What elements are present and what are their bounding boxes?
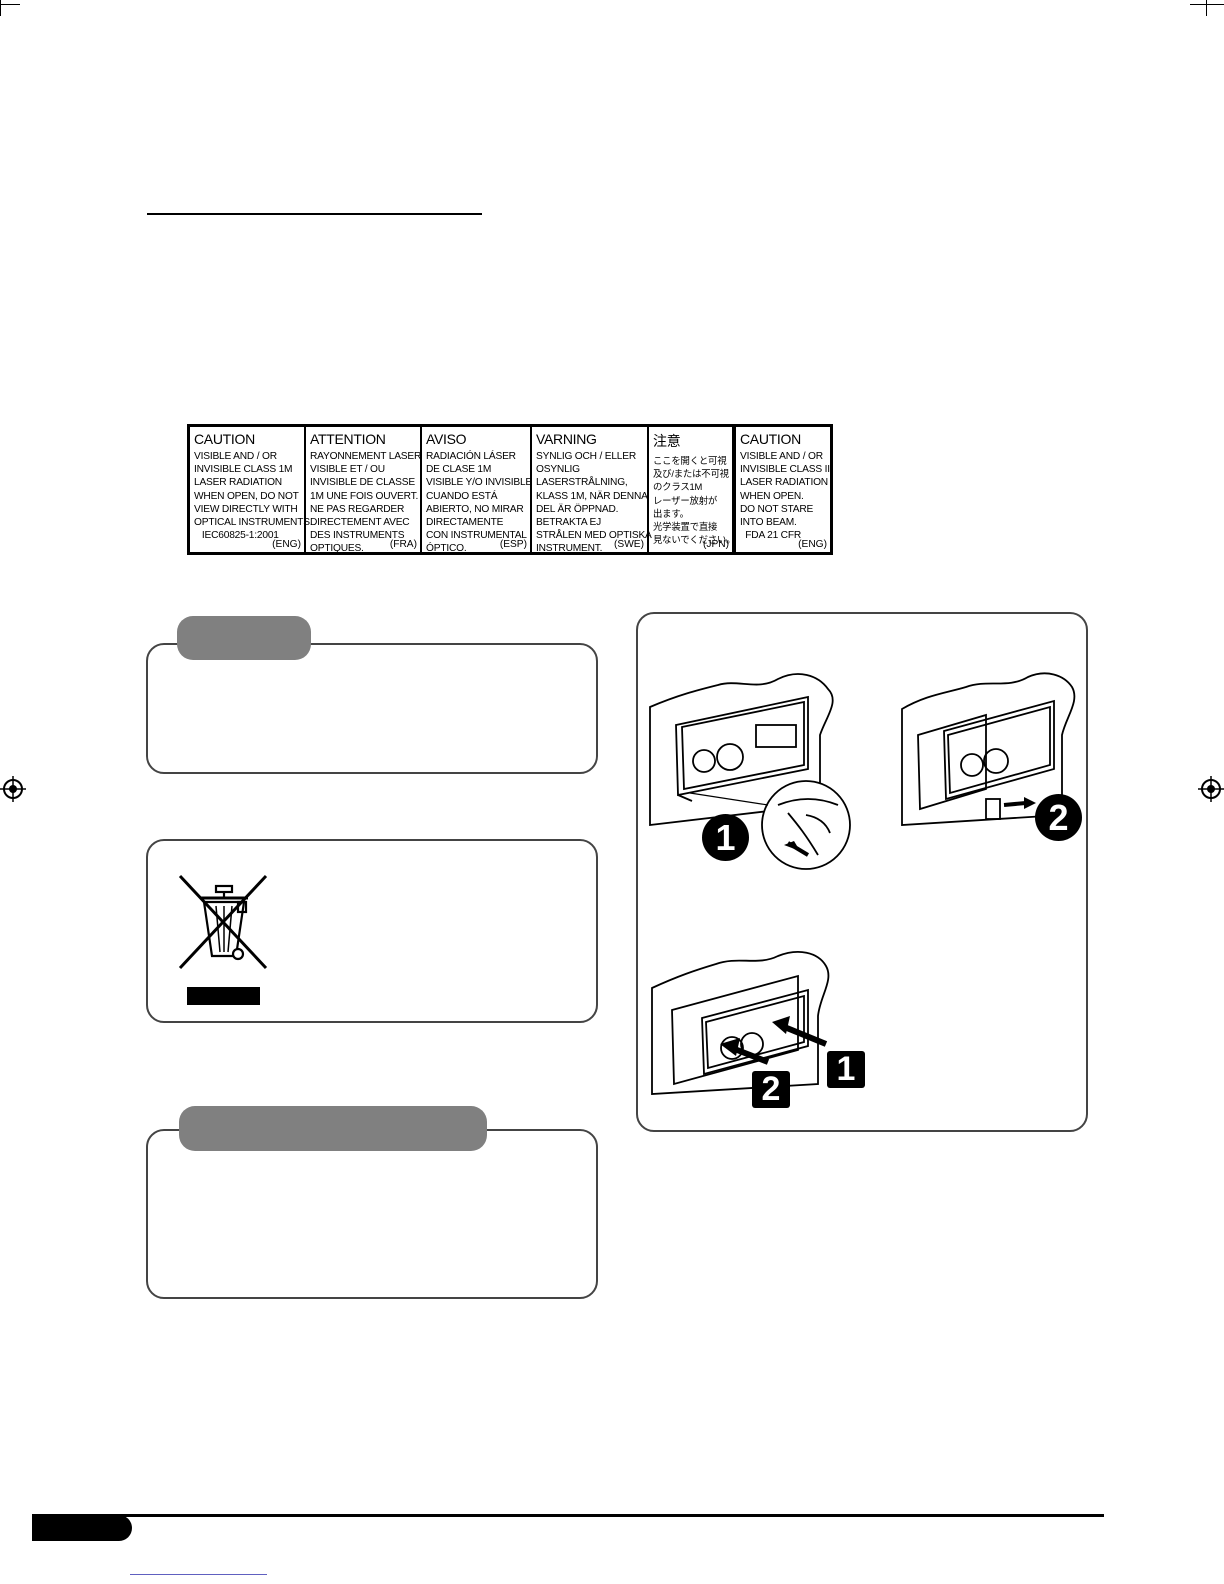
label-line: STRÅLEN MED OPTISKA (536, 530, 652, 542)
registration-mark-icon (0, 776, 26, 802)
label-title: ATTENTION (310, 431, 386, 447)
crop-mark (1190, 4, 1224, 5)
step-badge-2: 2 (1035, 794, 1082, 841)
label-line: LASERSTRÅLNING, (536, 477, 628, 489)
label-line: レーザー放射が (653, 494, 718, 506)
label-line: INVISIBLE CLASS 1M (194, 464, 293, 476)
label-line: ÓPTICO. (426, 543, 467, 555)
label-line: VISIBLE AND / OR (194, 451, 277, 462)
label-line: INSTRUMENT. (536, 543, 603, 555)
label-column-fra: ATTENTION RAYONNEMENT LASER VISIBLE ET /… (306, 427, 422, 555)
label-line: VISIBLE AND / OR (740, 451, 823, 462)
label-line: DE CLASE 1M (426, 464, 492, 476)
label-line: INTO BEAM. (740, 517, 797, 529)
label-line: INVISIBLE CLASS II (740, 464, 830, 476)
bin-underbar (187, 987, 260, 1005)
label-line: 光学装置で直接 (653, 521, 718, 533)
label-line: VIEW DIRECTLY WITH (194, 503, 298, 515)
label-line: FDA 21 CFR (740, 530, 802, 542)
label-line: KLASS 1M, NÄR DENNA (536, 490, 648, 502)
notice-panel-2 (146, 1129, 598, 1299)
step-badge-1: 1 (702, 814, 749, 861)
label-line: WHEN OPEN. (740, 490, 804, 502)
label-line: 出ます。 (653, 507, 689, 519)
label-line: DIRECTAMENTE (426, 517, 504, 529)
label-line: VISIBLE ET / OU (310, 464, 385, 476)
label-line: VISIBLE Y/O INVISIBLE (426, 477, 533, 489)
label-line: CON INSTRUMENTAL (426, 530, 527, 542)
label-line: DIRECTEMENT AVEC (310, 517, 410, 529)
label-line: ここを開くと可視 (653, 455, 727, 466)
laser-caution-label: CAUTION VISIBLE AND / OR INVISIBLE CLASS… (187, 424, 833, 555)
crop-mark (0, 0, 1, 16)
crossed-out-bin-icon (178, 874, 268, 970)
label-line: SYNLIG OCH / ELLER (536, 451, 637, 462)
label-language: (SWE) (614, 539, 644, 550)
step-badge-attach-1: 1 (827, 1051, 865, 1088)
faceplate-attach-illustration (651, 951, 830, 1095)
label-column-eng: CAUTION VISIBLE AND / OR INVISIBLE CLASS… (190, 427, 313, 552)
label-language: (FRA) (389, 539, 417, 550)
label-line: WHEN OPEN, DO NOT (194, 490, 299, 502)
registration-mark-icon (1198, 776, 1224, 802)
label-line: IEC60825-1:2001 (194, 530, 279, 542)
label-line: DEL ÄR ÖPPNAD. (536, 503, 619, 515)
label-line: 1M UNE FOIS OUVERT. (310, 490, 419, 502)
footer-rule (32, 1514, 1104, 1517)
label-title: AVISO (426, 431, 467, 447)
label-title: 注意 (653, 433, 681, 449)
label-language: (ENG) (798, 539, 827, 550)
page-number-tab (32, 1515, 132, 1541)
crop-mark (0, 4, 20, 5)
label-line: OPTIQUES. (310, 543, 364, 555)
label-language: (JPN) (702, 539, 729, 550)
notice-tab-2 (179, 1106, 487, 1151)
label-line: OPTICAL INSTRUMENTS. (194, 517, 313, 529)
label-line: ABIERTO, NO MIRAR (426, 503, 524, 515)
label-line: DES INSTRUMENTS (310, 530, 405, 542)
crop-mark (1206, 0, 1207, 16)
label-language: (ESP) (499, 539, 527, 550)
label-line: BETRAKTA EJ (536, 517, 601, 529)
label-column-eng-fda: CAUTION VISIBLE AND / OR INVISIBLE CLASS… (736, 427, 830, 552)
label-column-swe: VARNING SYNLIG OCH / ELLER OSYNLIG LASER… (532, 427, 652, 555)
label-line: LASER RADIATION (740, 477, 828, 489)
label-line: INVISIBLE DE CLASSE (310, 477, 415, 489)
label-title: CAUTION (740, 431, 801, 447)
heading-underline (147, 213, 482, 215)
label-line: RAYONNEMENT LASER (310, 451, 422, 462)
faceplate-illustration-panel (636, 612, 1088, 1132)
notice-panel-1 (146, 643, 598, 774)
label-line: DO NOT STARE (740, 503, 814, 515)
label-column-esp: AVISO RADIACIÓN LÁSER DE CLASE 1M VISIBL… (422, 427, 533, 555)
faceplate-release-illustration (649, 673, 851, 870)
label-title: VARNING (536, 431, 597, 447)
label-line: OSYNLIG (536, 464, 580, 476)
label-column-jpn: 注意 ここを開くと可視 及び/または不可視 のクラス1M レーザー放射が 出ます… (649, 427, 736, 552)
faceplate-removal-illustration (901, 672, 1076, 826)
label-line: NE PAS REGARDER (310, 503, 405, 515)
step-badge-attach-2: 2 (752, 1071, 790, 1108)
footer-link-underline (130, 1574, 267, 1575)
label-line: 及び/または不可視 (653, 468, 729, 480)
label-line: RADIACIÓN LÁSER (426, 451, 516, 462)
label-language: (ENG) (272, 539, 301, 550)
label-title: CAUTION (194, 431, 255, 447)
label-line: のクラス1M (653, 481, 703, 493)
notice-tab-1 (177, 616, 311, 660)
label-line: 見ないでください。 (653, 534, 736, 546)
label-line: LASER RADIATION (194, 477, 282, 489)
label-line: CUANDO ESTÁ (426, 490, 498, 502)
